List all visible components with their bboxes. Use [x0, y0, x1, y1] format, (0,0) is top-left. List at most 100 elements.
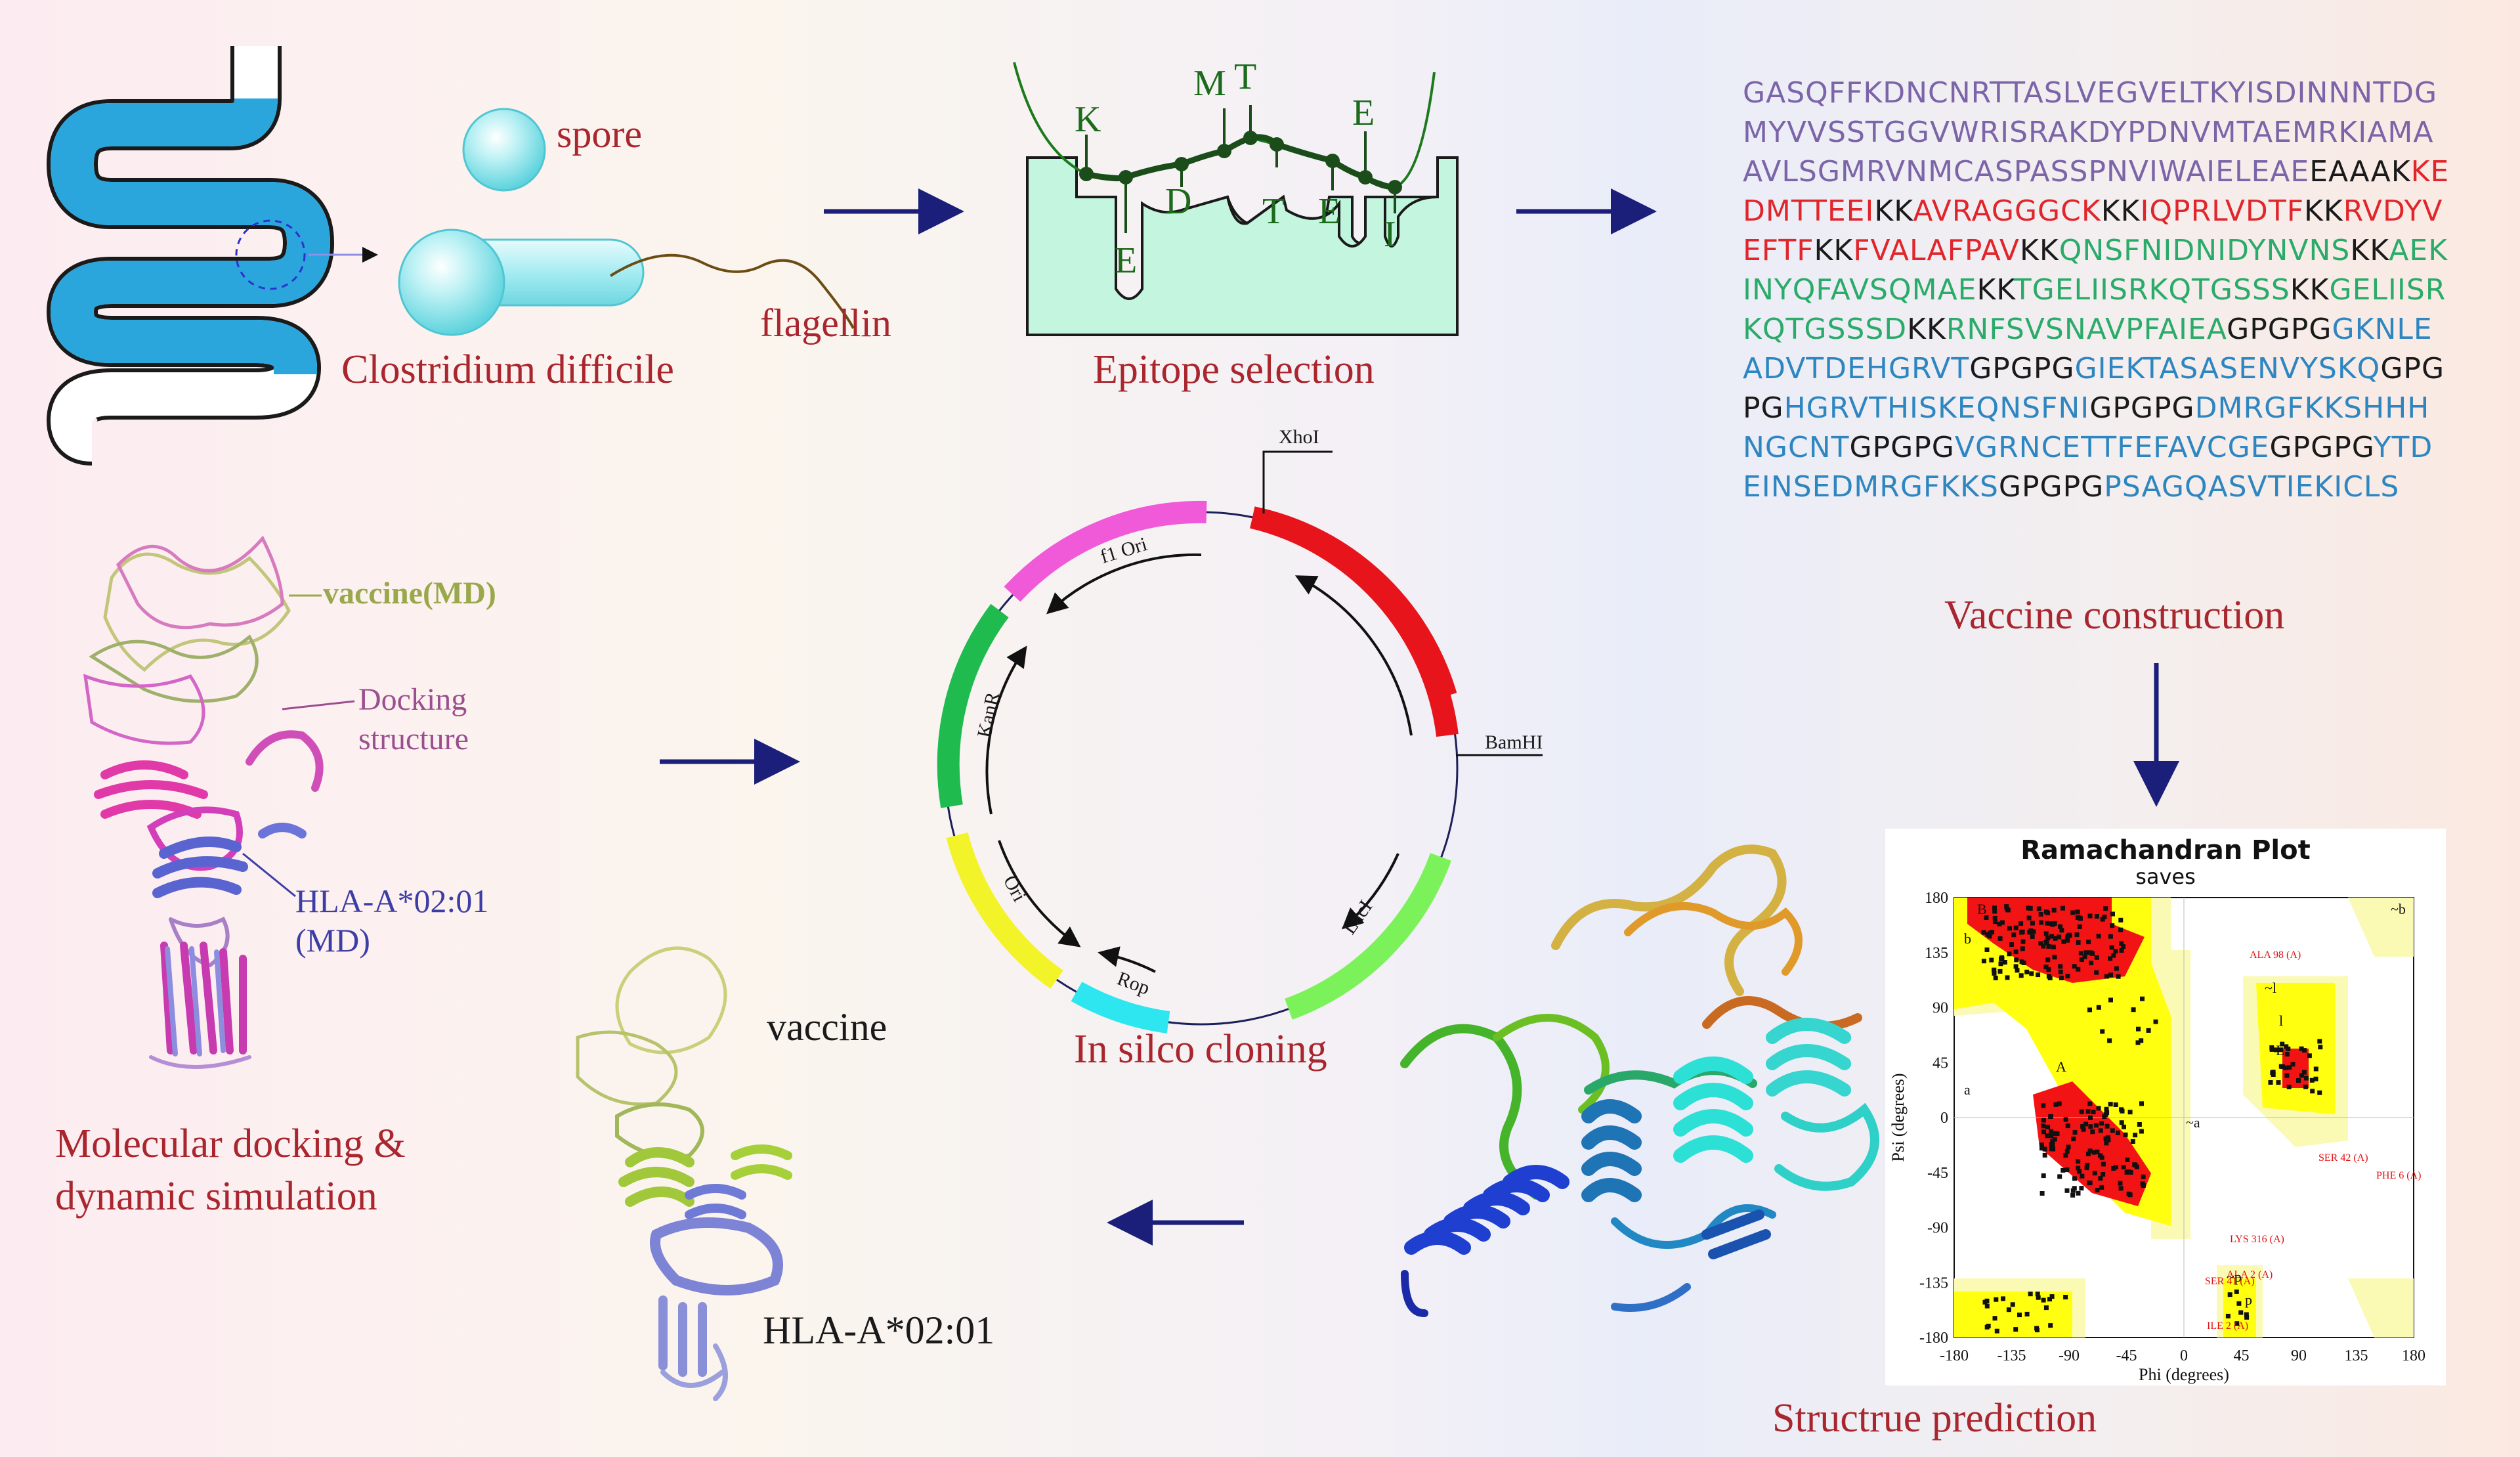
- rama-point: [2072, 1130, 2078, 1135]
- rama-point: [2047, 976, 2053, 980]
- rama-point: [2271, 1072, 2276, 1077]
- rama-point: [2018, 973, 2024, 978]
- rama-point: [2244, 1315, 2250, 1320]
- rama-point: [2057, 1101, 2062, 1106]
- rama-point: [2041, 1173, 2046, 1179]
- rama-point: [2020, 939, 2026, 944]
- rama-point: [2024, 969, 2030, 974]
- rama-point: [2076, 1159, 2081, 1164]
- ramachandran-svg: Ramachandran Plot saves Phi (d: [1889, 835, 2425, 1384]
- rama-point: [2101, 1162, 2106, 1167]
- rama-xtick: -45: [2116, 1347, 2137, 1364]
- epitope-letter: K: [1075, 99, 1101, 140]
- rama-point: [1992, 909, 1997, 914]
- rama-point: [1997, 936, 2003, 941]
- rama-point: [2086, 940, 2091, 945]
- rama-point: [2052, 955, 2057, 960]
- docking-overlay-structure: [83, 535, 355, 1069]
- rama-point: [2286, 1046, 2291, 1051]
- rama-point: [2108, 934, 2113, 939]
- sequence-segment: GELIISRKQTGSSSD: [1743, 273, 2446, 346]
- rama-point: [2013, 1327, 2018, 1332]
- predicted-3d-structure: [1400, 844, 1879, 1317]
- rama-point: [2045, 1124, 2051, 1129]
- epitope-letter: T: [1262, 191, 1285, 232]
- segment-red: [1250, 506, 1457, 699]
- label-in-silico-cloning: In silco cloning: [1074, 1027, 1327, 1072]
- rama-point: [2077, 1169, 2082, 1174]
- rama-point: [2099, 1155, 2104, 1160]
- rama-point: [2063, 1295, 2068, 1299]
- sequence-segment: KK: [2304, 194, 2343, 228]
- rama-point: [2118, 1186, 2124, 1191]
- rama-point: [2302, 1048, 2307, 1053]
- rama-point: [2227, 1292, 2232, 1297]
- rama-point: [2136, 1026, 2141, 1032]
- segment-rop: [1071, 982, 1170, 1033]
- rama-xtick: -90: [2059, 1347, 2080, 1364]
- rama-point: [2005, 907, 2010, 912]
- rama-point: [2104, 1123, 2110, 1129]
- site-xhoI: XhoI: [1279, 426, 1319, 448]
- rama-point: [2020, 946, 2025, 951]
- rama-point: [2029, 971, 2034, 976]
- rama-point: [2307, 1053, 2312, 1058]
- sequence-segment: GPGPG: [1849, 431, 1955, 464]
- rama-point: [2013, 925, 2018, 930]
- region-label: L: [2276, 1042, 2284, 1058]
- sequence-segment: KEDMTTEEI: [1743, 155, 2450, 228]
- rama-point: [2121, 944, 2125, 949]
- sequence-segment: KK: [2350, 234, 2389, 267]
- rama-point: [2318, 1045, 2323, 1050]
- rama-point: [2046, 967, 2051, 972]
- rama-point: [2043, 940, 2049, 945]
- region-label: ~a: [2186, 1114, 2200, 1131]
- rama-point: [2119, 1120, 2124, 1125]
- rama-point: [2141, 1174, 2146, 1179]
- rama-point: [2087, 913, 2093, 919]
- rama-point: [2085, 1162, 2090, 1167]
- rama-point: [2104, 974, 2109, 979]
- rama-point: [2035, 1292, 2040, 1297]
- rama-point: [2049, 934, 2055, 939]
- rama-point: [2071, 1137, 2076, 1142]
- rama-point: [2039, 1191, 2045, 1196]
- rama-point: [2061, 1167, 2066, 1173]
- rama-point: [2106, 1137, 2111, 1142]
- rama-point: [2053, 1131, 2058, 1136]
- rama-point: [2070, 1192, 2076, 1198]
- region-label: a: [1964, 1081, 1971, 1098]
- rama-point: [2011, 932, 2017, 938]
- rama-point: [2051, 907, 2057, 913]
- rama-point: [1984, 947, 1990, 952]
- region-label: B: [1977, 901, 1987, 917]
- rama-point: [2039, 920, 2044, 925]
- rama-point: [1992, 919, 1997, 924]
- rama-point: [1986, 1324, 1991, 1328]
- rama-xtick: 135: [2345, 1347, 2368, 1364]
- outlier-label: SER 41 (A): [2205, 1276, 2255, 1287]
- outlier-label: ILE 2 (A): [2207, 1320, 2248, 1332]
- rama-point: [2036, 906, 2041, 911]
- rama-xtick: 45: [2234, 1347, 2250, 1364]
- rama-point: [2036, 972, 2041, 978]
- rama-point: [2061, 905, 2065, 911]
- rama-point: [2110, 1128, 2115, 1133]
- rama-point: [2310, 1089, 2315, 1094]
- region-label: b: [1964, 930, 1971, 947]
- rama-point: [2100, 917, 2105, 922]
- rama-point: [2028, 906, 2033, 911]
- rama-point: [2104, 1106, 2109, 1112]
- rama-point: [2081, 1127, 2086, 1132]
- rama-point: [2098, 1128, 2103, 1133]
- label-flagellin: flagellin: [760, 301, 891, 345]
- rama-point: [2052, 1137, 2057, 1142]
- outlier-label: ALA 2 (A): [2227, 1269, 2273, 1280]
- label-hla-md: HLA-A*02:01 (MD): [295, 881, 488, 960]
- rama-point: [1989, 957, 1994, 963]
- rama-point: [2087, 1101, 2093, 1106]
- sequence-segment: GPGPG: [1743, 352, 2445, 425]
- rama-point: [2284, 1073, 2290, 1078]
- rama-point: [2286, 1084, 2292, 1089]
